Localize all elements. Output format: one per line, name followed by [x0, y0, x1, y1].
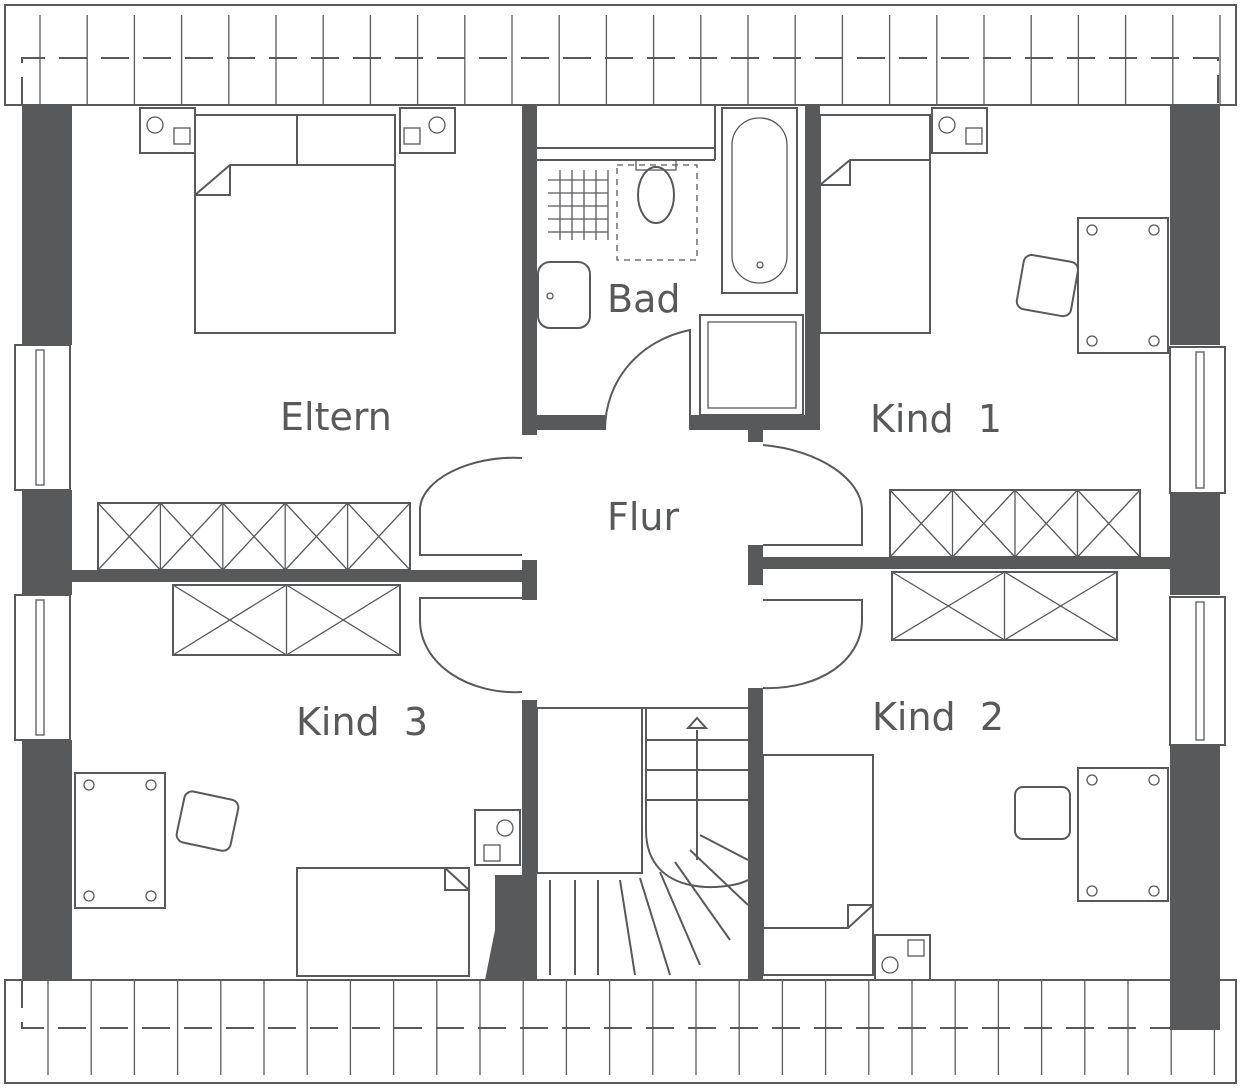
stair-step	[674, 861, 731, 941]
wardrobe-cross	[172, 584, 287, 656]
wardrobe-cross	[97, 502, 161, 571]
bed-kind3	[296, 809, 521, 977]
wardrobe-cross	[1077, 489, 1141, 558]
stair-step	[619, 879, 636, 976]
stair-step	[689, 849, 749, 906]
wardrobe-cross	[1014, 489, 1078, 558]
wardrobe-cross	[952, 489, 1016, 558]
room-label-kind2: Kind 2	[872, 695, 1004, 739]
wardrobe-cross	[284, 502, 349, 571]
exterior-walls	[22, 105, 1220, 1030]
desk-leg	[1086, 224, 1098, 236]
desk-leg	[83, 779, 95, 791]
room-label-bad: Bad	[607, 277, 680, 321]
wardrobe-cross	[889, 489, 953, 558]
bath-door	[604, 328, 691, 431]
wardrobe-cross	[222, 502, 286, 571]
roof-bottom	[4, 979, 1237, 1084]
desk-leg	[1086, 335, 1098, 347]
wardrobe-cross	[286, 584, 401, 656]
stair-step	[659, 871, 701, 966]
wardrobe-cross	[1004, 571, 1118, 641]
stair-step	[699, 834, 749, 861]
desk-leg	[1148, 885, 1160, 897]
desk-leg	[1148, 774, 1160, 786]
staircase	[536, 707, 749, 976]
bathroom-fixtures	[537, 105, 804, 416]
double-bed	[139, 107, 456, 334]
stair-step	[639, 877, 671, 976]
desk-leg	[1086, 885, 1098, 897]
wardrobe-cross	[159, 502, 224, 571]
bed-kind1	[819, 107, 988, 334]
desk-leg	[145, 890, 157, 902]
wardrobe-cross	[347, 502, 411, 571]
room-label-kind3: Kind 3	[296, 700, 428, 744]
room-label-flur: Flur	[607, 495, 679, 539]
desk-leg	[83, 890, 95, 902]
desk-leg	[1148, 335, 1160, 347]
desk-leg	[1148, 224, 1160, 236]
windows	[14, 344, 1226, 746]
roof-top	[4, 4, 1237, 106]
bed-kind2	[762, 754, 931, 981]
wardrobe	[97, 502, 411, 571]
room-label-kind1: Kind 1	[870, 397, 1002, 441]
desk-leg	[1086, 774, 1098, 786]
desks	[74, 217, 1169, 909]
interior-walls	[72, 105, 1170, 980]
room-label-eltern: Eltern	[280, 395, 392, 439]
wardrobe-cross	[891, 571, 1005, 641]
desk-leg	[145, 779, 157, 791]
wardrobes	[97, 489, 1141, 656]
flur-outline	[419, 444, 863, 694]
